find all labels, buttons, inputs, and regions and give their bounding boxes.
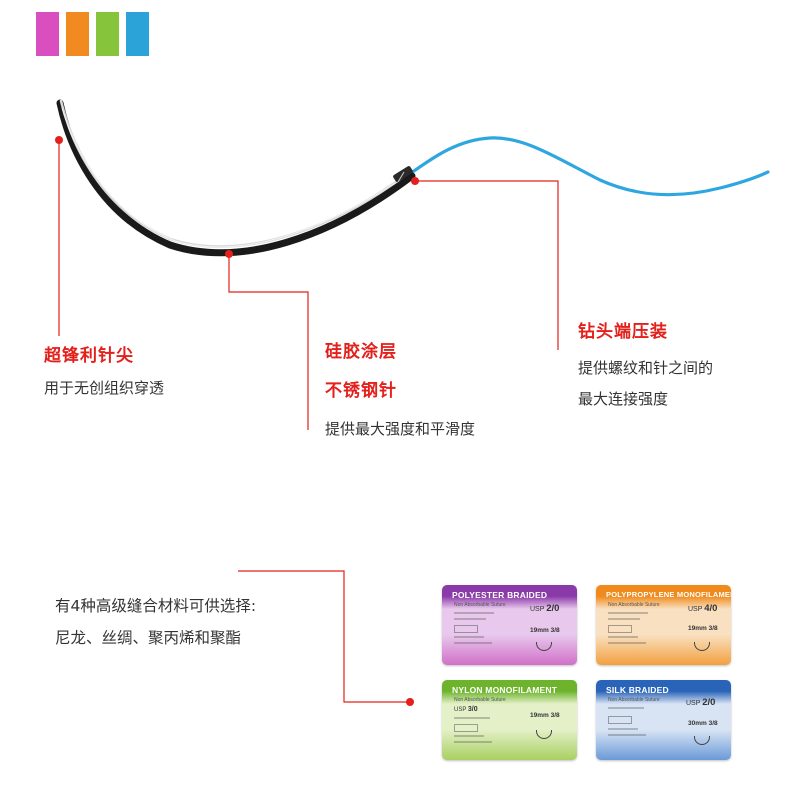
packet-subtitle: Non Absorbable Suture [454,697,506,703]
needle-icon [536,730,552,739]
swatch-blue [126,12,149,56]
suture-thread [402,136,770,197]
needle-icon [694,642,710,651]
packet-title: SILK BRAIDED [606,685,669,695]
callout-dot-drill [411,177,419,185]
callout-dot-body [225,250,233,258]
body-title-steel: 不锈钢针 [325,381,397,401]
packet-polyester: POLYESTER BRAIDED Non Absorbable Suture … [442,585,577,665]
swatch-green [96,12,119,56]
swatch-orange [66,12,89,56]
packet-subtitle: Non Absorbable Suture [454,602,506,608]
packet-silk: SILK BRAIDED Non Absorbable Suture USP 2… [596,680,731,760]
needle-body [56,99,416,257]
packet-usp: USP 4/0 [688,603,718,614]
packet-size: 30mm 3/8 [688,720,718,727]
packet-usp: USP 3/0 [454,706,478,713]
tip-desc: 用于无创组织穿透 [44,379,165,397]
packet-usp: USP 2/0 [686,697,716,708]
packet-size: 19mm 3/8 [688,625,718,632]
packet-title: NYLON MONOFILAMENT [452,685,558,695]
needle-icon [536,642,552,651]
packet-usp: USP 2/0 [530,603,560,614]
drill-title: 钻头端压装 [578,322,668,342]
tip-title: 超锋利针尖 [44,346,134,366]
callout-line-materials [238,570,408,703]
callout-line-body [228,254,309,430]
body-desc: 提供最大强度和平滑度 [325,420,476,438]
drill-desc-2: 最大连接强度 [578,390,669,408]
callout-line-drill [415,180,559,350]
callout-dot-materials [406,698,414,706]
packet-subtitle: Non Absorbable Suture [608,697,660,703]
swatch-magenta [36,12,59,56]
packet-title: POLYPROPYLENE MONOFILAMENT [606,590,731,599]
packet-subtitle: Non Absorbable Suture [608,602,660,608]
needle-highlight [59,99,412,248]
drill-desc-1: 提供螺纹和针之间的 [578,359,714,377]
packet-nylon: NYLON MONOFILAMENT Non Absorbable Suture… [442,680,577,760]
packet-polypropylene: POLYPROPYLENE MONOFILAMENT Non Absorbabl… [596,585,731,665]
needle-icon [694,736,710,745]
body-title-coating: 硅胶涂层 [325,342,397,362]
packet-size: 19mm 3/8 [530,712,560,719]
callout-dot-tip [55,136,63,144]
materials-line-2: 尼龙、丝绸、聚丙烯和聚酯 [55,629,242,647]
needle-shine [61,107,396,248]
materials-line-1: 有4种高级缝合材料可供选择: [55,597,257,615]
packet-size: 19mm 3/8 [530,627,560,634]
packet-title: POLYESTER BRAIDED [452,590,548,600]
